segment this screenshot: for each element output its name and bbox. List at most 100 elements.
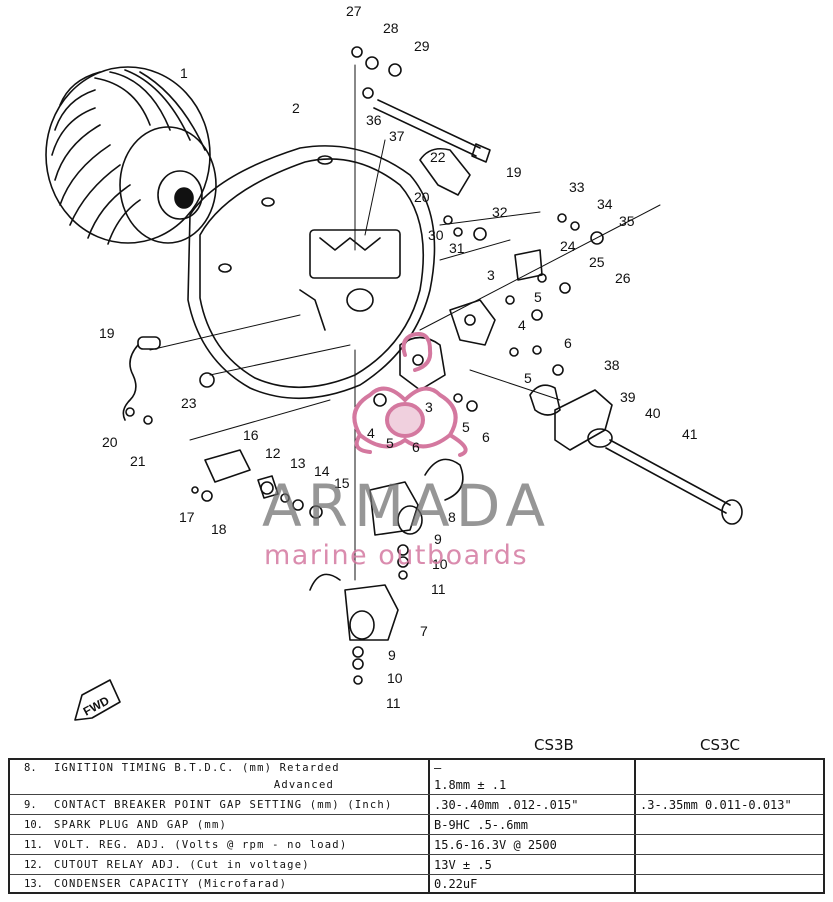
- spec-value-cs3b: B-9HC .5-.6mm: [428, 815, 638, 834]
- part-12: [257, 475, 279, 499]
- column-header-cs3c: CS3C: [700, 736, 741, 754]
- callout-5: 5: [534, 289, 542, 305]
- callout-28: 28: [383, 20, 399, 36]
- spec-value-cs3c: [634, 855, 833, 874]
- coil-7: [309, 573, 399, 641]
- exploded-parts-diagram: 1233445555666789910101111121314151617181…: [45, 3, 743, 721]
- spec-row-number: 11.: [24, 839, 43, 851]
- callout-37: 37: [389, 128, 405, 144]
- spec-row-number: 12.: [24, 859, 43, 871]
- callout-20: 20: [102, 434, 118, 450]
- callout-10: 10: [387, 670, 403, 686]
- spec-section: CS3B CS3C 8. IGNITION TIMING B.T.D.C. (mm…: [0, 728, 833, 902]
- bolt-37: [373, 99, 491, 163]
- spec-row-sublabel: Advanced: [273, 779, 334, 791]
- callout-22: 22: [430, 149, 446, 165]
- callout-11: 11: [386, 695, 401, 711]
- bracket-19-upper: [419, 147, 471, 196]
- breaker-assembly: [399, 299, 496, 391]
- callout-21: 21: [130, 453, 146, 469]
- callout-41: 41: [682, 426, 698, 442]
- callout-26: 26: [615, 270, 631, 286]
- callout-34: 34: [597, 196, 613, 212]
- callout-30: 30: [428, 227, 444, 243]
- callout-18: 18: [211, 521, 227, 537]
- spec-row-number: 9.: [24, 799, 37, 811]
- shaft-assembly: [529, 384, 743, 525]
- spec-row: 10. SPARK PLUG AND GAP (mm) B-9HC .5-.6mm: [10, 815, 823, 835]
- callout-25: 25: [589, 254, 605, 270]
- spec-value-cs3c: [634, 760, 833, 794]
- callout-23: 23: [181, 395, 197, 411]
- callout-5: 5: [386, 435, 394, 451]
- spec-value-cs3b: 13V ± .5: [428, 855, 638, 874]
- callout-6: 6: [564, 335, 572, 351]
- spec-row: 8. IGNITION TIMING B.T.D.C. (mm) Retarded…: [10, 760, 823, 795]
- spec-value-cs3c: [634, 815, 833, 834]
- callout-17: 17: [179, 509, 195, 525]
- callout-27: 27: [346, 3, 362, 19]
- callout-9: 9: [388, 647, 396, 663]
- callout-35: 35: [619, 213, 635, 229]
- spec-table: 8. IGNITION TIMING B.T.D.C. (mm) Retarded…: [8, 758, 825, 894]
- callout-6: 6: [412, 439, 420, 455]
- spec-value-cs3b: 0.22uF: [428, 875, 638, 894]
- column-header-cs3b: CS3B: [534, 736, 574, 754]
- spec-value-cs3b: .30-.40mm .012-.015": [428, 795, 638, 814]
- callout-8: 8: [448, 509, 456, 525]
- leader-lines: [149, 64, 661, 581]
- callout-6: 6: [482, 429, 490, 445]
- callout-3: 3: [425, 399, 433, 415]
- callout-13: 13: [290, 455, 306, 471]
- fwd-arrow: [74, 679, 121, 721]
- block-24: [514, 249, 543, 281]
- spec-row: 9.CONTACT BREAKER POINT GAP SETTING (mm)…: [10, 795, 823, 815]
- spec-value-cs3b: –1.8mm ± .1: [428, 760, 638, 794]
- watermark-emblem: [352, 332, 468, 457]
- callout-4: 4: [367, 425, 375, 441]
- lead-wire-19: [122, 336, 161, 421]
- spec-value-cs3c: [634, 835, 833, 854]
- callout-3: 3: [487, 267, 495, 283]
- callout-31: 31: [449, 240, 465, 256]
- callout-7: 7: [420, 623, 428, 639]
- stator-housing: [187, 145, 436, 400]
- callout-12: 12: [265, 445, 281, 461]
- callout-15: 15: [334, 475, 350, 491]
- spec-row: 13.CONDENSER CAPACITY (Microfarad)0.22uF: [10, 875, 823, 894]
- callout-4: 4: [518, 317, 526, 333]
- watermark-tagline: marine outboards: [264, 540, 529, 571]
- spec-row: 12. CUTOUT RELAY ADJ. (Cut in voltage) 13V…: [10, 855, 823, 875]
- callout-33: 33: [569, 179, 585, 195]
- rotor-drum: [45, 66, 217, 245]
- callout-1: 1: [180, 65, 188, 81]
- spec-value-cs3c: [634, 875, 833, 894]
- spec-row: 11.VOLT. REG. ADJ. (Volts @ rpm - no loa…: [10, 835, 823, 855]
- plate-16: [204, 449, 251, 483]
- spec-row-number: 8.: [24, 762, 37, 774]
- callout-9: 9: [434, 531, 442, 547]
- callout-20: 20: [414, 189, 430, 205]
- coil-8: [369, 458, 464, 536]
- callout-16: 16: [243, 427, 259, 443]
- callout-19: 19: [99, 325, 115, 341]
- callout-29: 29: [414, 38, 430, 54]
- spec-row-label: CUTOUT RELAY ADJ. (Cut in voltage): [54, 859, 310, 871]
- callout-38: 38: [604, 357, 620, 373]
- hardware-washers: [125, 46, 604, 685]
- callout-10: 10: [432, 556, 448, 572]
- callout-5: 5: [524, 370, 532, 386]
- spec-row-label: SPARK PLUG AND GAP (mm): [54, 819, 227, 831]
- callout-39: 39: [620, 389, 636, 405]
- spec-row-label: CONDENSER CAPACITY (Microfarad): [54, 878, 288, 890]
- callout-5: 5: [462, 419, 470, 435]
- watermark-brand: ARMADA: [262, 472, 552, 540]
- callout-36: 36: [366, 112, 382, 128]
- callout-32: 32: [492, 204, 508, 220]
- spec-value-cs3c: .3-.35mm 0.011-0.013": [634, 795, 833, 814]
- callout-19: 19: [506, 164, 522, 180]
- callout-2: 2: [292, 100, 300, 116]
- spec-row-number: 10.: [24, 819, 43, 831]
